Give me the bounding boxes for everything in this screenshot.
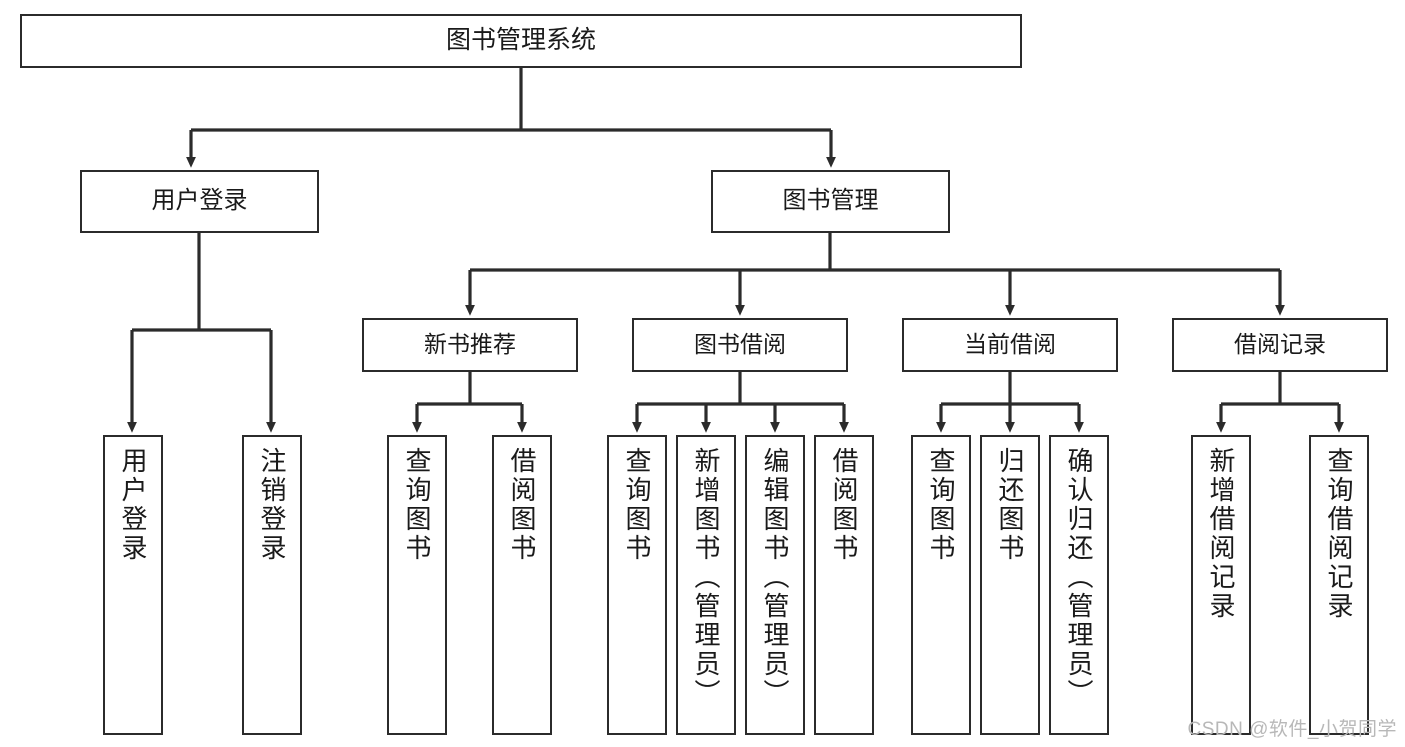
node-new-book-recommend[interactable]: 新书推荐 bbox=[362, 318, 578, 372]
node-borrow-record[interactable]: 借阅记录 bbox=[1172, 318, 1388, 372]
node-leaf-user-login-2-label: 注销登录 bbox=[257, 447, 287, 563]
node-leaf-user-login-1-label: 用户登录 bbox=[118, 447, 148, 563]
node-leaf-user-login-2[interactable]: 注销登录 bbox=[242, 435, 302, 735]
node-leaf-book-borrow-2-label: 新增图书（管理员） bbox=[691, 447, 721, 708]
node-book-borrow[interactable]: 图书借阅 bbox=[632, 318, 848, 372]
node-user-login[interactable]: 用户登录 bbox=[80, 170, 319, 233]
node-leaf-new-book-2-label: 借阅图书 bbox=[507, 447, 537, 563]
node-leaf-borrow-record-2[interactable]: 查询借阅记录 bbox=[1309, 435, 1369, 735]
node-leaf-current-borrow-1[interactable]: 查询图书 bbox=[911, 435, 971, 735]
node-leaf-new-book-1[interactable]: 查询图书 bbox=[387, 435, 447, 735]
node-leaf-new-book-2[interactable]: 借阅图书 bbox=[492, 435, 552, 735]
node-leaf-borrow-record-1-label: 新增借阅记录 bbox=[1206, 447, 1236, 621]
node-leaf-book-borrow-2[interactable]: 新增图书（管理员） bbox=[676, 435, 736, 735]
node-leaf-current-borrow-1-label: 查询图书 bbox=[926, 447, 956, 563]
node-leaf-current-borrow-2[interactable]: 归还图书 bbox=[980, 435, 1040, 735]
node-leaf-book-borrow-1[interactable]: 查询图书 bbox=[607, 435, 667, 735]
node-leaf-current-borrow-2-label: 归还图书 bbox=[995, 447, 1025, 563]
node-leaf-user-login-1[interactable]: 用户登录 bbox=[103, 435, 163, 735]
node-user-login-label: 用户登录 bbox=[151, 187, 248, 215]
node-book-manage-label: 图书管理 bbox=[782, 187, 879, 215]
node-root-label: 图书管理系统 bbox=[445, 26, 596, 55]
node-leaf-borrow-record-2-label: 查询借阅记录 bbox=[1324, 447, 1354, 621]
watermark-text: CSDN @软件_小贺同学 bbox=[1187, 719, 1397, 740]
node-leaf-borrow-record-1[interactable]: 新增借阅记录 bbox=[1191, 435, 1251, 735]
node-current-borrow-label: 当前借阅 bbox=[964, 331, 1056, 358]
node-leaf-book-borrow-4[interactable]: 借阅图书 bbox=[814, 435, 874, 735]
node-leaf-current-borrow-3[interactable]: 确认归还（管理员） bbox=[1049, 435, 1109, 735]
node-root[interactable]: 图书管理系统 bbox=[20, 14, 1022, 68]
node-current-borrow[interactable]: 当前借阅 bbox=[902, 318, 1118, 372]
node-book-manage[interactable]: 图书管理 bbox=[711, 170, 950, 233]
node-leaf-book-borrow-3-label: 编辑图书（管理员） bbox=[760, 447, 790, 708]
node-new-book-recommend-label: 新书推荐 bbox=[424, 331, 516, 358]
node-leaf-book-borrow-4-label: 借阅图书 bbox=[829, 447, 859, 563]
node-leaf-current-borrow-3-label: 确认归还（管理员） bbox=[1064, 447, 1094, 708]
node-book-borrow-label: 图书借阅 bbox=[694, 331, 786, 358]
node-borrow-record-label: 借阅记录 bbox=[1234, 331, 1326, 358]
node-leaf-new-book-1-label: 查询图书 bbox=[402, 447, 432, 563]
node-leaf-book-borrow-1-label: 查询图书 bbox=[622, 447, 652, 563]
node-leaf-book-borrow-3[interactable]: 编辑图书（管理员） bbox=[745, 435, 805, 735]
